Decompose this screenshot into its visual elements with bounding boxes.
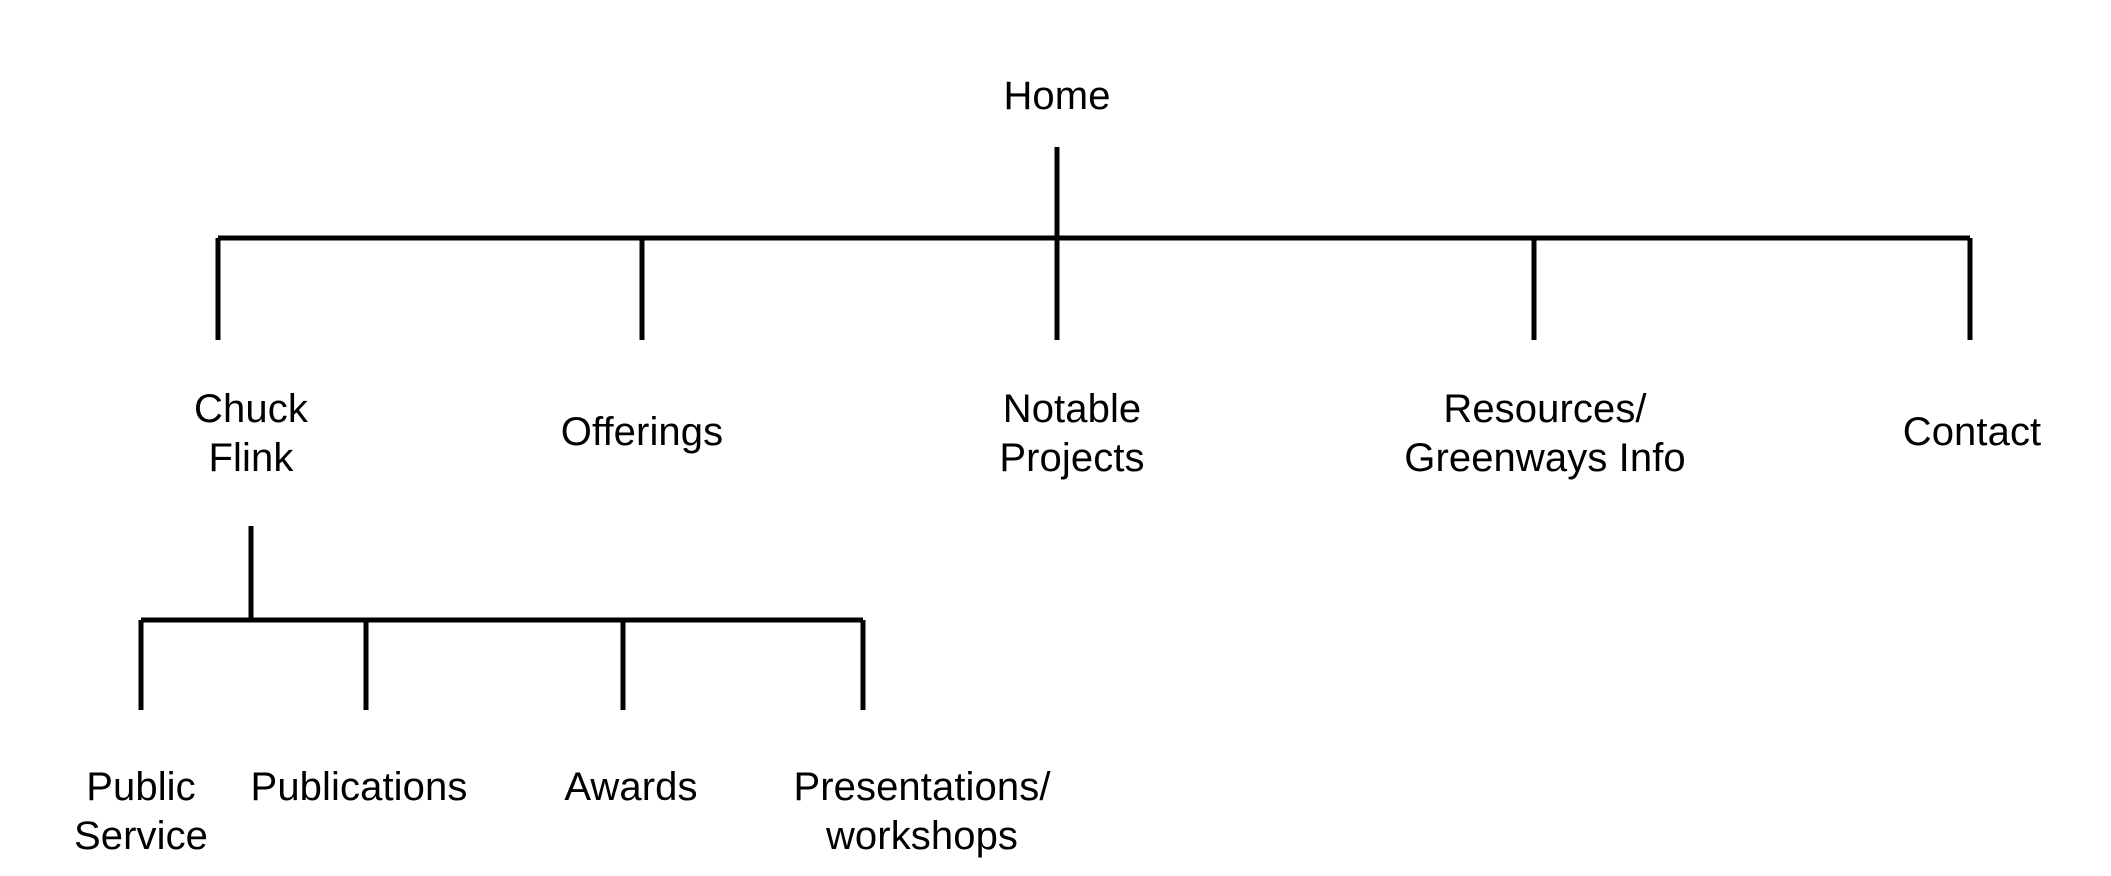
node-chuck-flink-line-1: Chuck bbox=[194, 387, 308, 431]
node-publications[interactable]: Publications bbox=[251, 763, 468, 812]
node-home[interactable]: Home bbox=[1003, 72, 1110, 121]
node-offerings[interactable]: Offerings bbox=[561, 408, 723, 457]
node-resources-greenways-info-line-2: Greenways Info bbox=[1404, 436, 1686, 480]
node-awards-line-1: Awards bbox=[564, 765, 698, 809]
node-home-line-1: Home bbox=[1003, 74, 1111, 118]
node-awards[interactable]: Awards bbox=[564, 763, 697, 812]
node-notable-projects-line-1: Notable bbox=[1002, 387, 1142, 431]
node-presentations-workshops-line-2: workshops bbox=[825, 814, 1019, 858]
node-offerings-line-1: Offerings bbox=[560, 410, 724, 454]
node-publications-line-1: Publications bbox=[250, 765, 468, 809]
node-notable-projects-line-2: Projects bbox=[999, 436, 1145, 480]
node-resources-greenways-info[interactable]: Resources/Greenways Info bbox=[1404, 385, 1686, 483]
node-presentations-workshops[interactable]: Presentations/workshops bbox=[793, 763, 1050, 861]
node-chuck-flink-line-2: Flink bbox=[208, 436, 294, 480]
node-public-service-line-1: Public bbox=[86, 765, 196, 809]
node-presentations-workshops-line-1: Presentations/ bbox=[793, 765, 1051, 809]
node-public-service-line-2: Service bbox=[73, 814, 209, 858]
node-contact[interactable]: Contact bbox=[1903, 408, 2042, 457]
node-contact-line-1: Contact bbox=[1902, 410, 2042, 454]
node-resources-greenways-info-line-1: Resources/ bbox=[1443, 387, 1647, 431]
